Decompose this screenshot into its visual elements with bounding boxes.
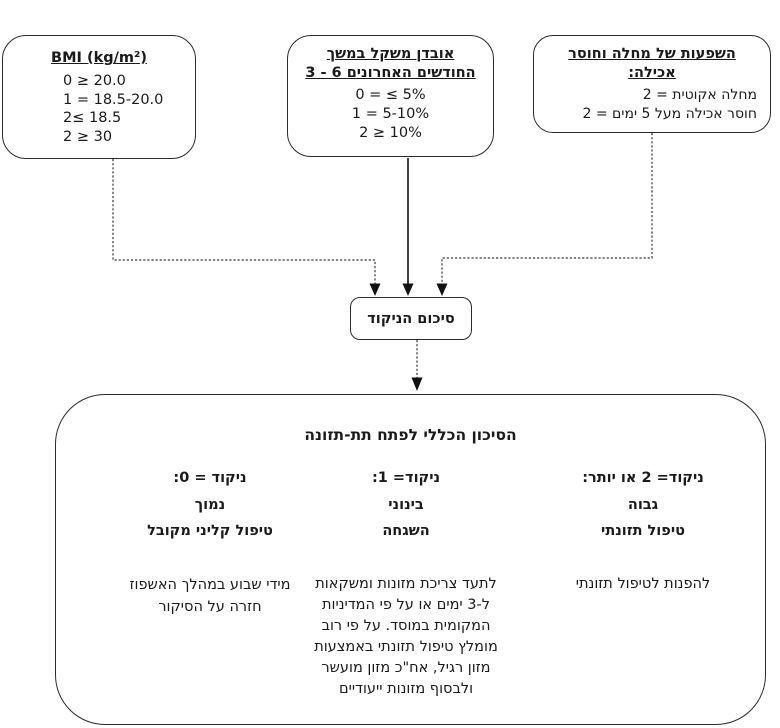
bmi-box-title: BMI (kg/m²) — [51, 50, 147, 66]
weight-loss-score-line: 2 ≥ 10% — [359, 124, 422, 141]
arrow-down-icon — [411, 377, 423, 391]
bmi-connector-line — [112, 159, 376, 284]
risk-column-low: ניקוד = 0: נמוך טיפול קליני מקובל מידי ש… — [114, 465, 306, 618]
illness-title-line1: השפעות של מחלה וחוסר — [568, 46, 736, 62]
risk-medium-body-line: ל-3 ימים או על פי המדיניות — [322, 596, 490, 613]
risk-high-level: גבוה — [627, 496, 659, 513]
risk-low-body: מידי שבוע במהלך האשפוז חזרה על הסיקור — [114, 574, 306, 618]
illness-score-lines: מחלה אקוטית = 2 חוסר אכילה מעל 5 ימים = … — [534, 86, 770, 123]
weight-loss-title-line1: אובדן משקל במשך — [326, 46, 455, 62]
score-summary-box: סיכום הניקוד — [350, 297, 472, 340]
illness-score-line: חוסר אכילה מעל 5 ימים = 2 — [582, 105, 757, 122]
risk-medium-level: בינוני — [388, 496, 424, 513]
risk-high-score: ניקוד= 2 או יותר: — [582, 470, 704, 486]
risk-column-medium: ניקוד= 1: בינוני השגחה לתעד צריכת מזונות… — [299, 465, 513, 700]
illness-score-line: מחלה אקוטית = 2 — [642, 87, 757, 103]
arrow-down-icon — [369, 283, 381, 296]
bmi-score-line: 0 ≥ 20.0 — [63, 73, 126, 89]
bmi-score-line: 2 ≥ 30 — [63, 128, 113, 145]
arrow-down-icon — [436, 283, 448, 296]
risk-low-action: טיפול קליני מקובל — [147, 523, 273, 539]
risk-high-action: טיפול תזונתי — [601, 523, 685, 539]
risk-box-title: הסיכון הכללי לפתח תת-תזונה — [304, 426, 517, 444]
bmi-score-lines: 0 ≥ 20.0 1 = 18.5-20.0 2≤ 18.5 2 ≥ 30 — [63, 72, 163, 146]
illness-title-line2: אכילה: — [628, 65, 676, 81]
weight-loss-score-lines: 0 = ≤ 5% 1 = 5-10% 2 ≥ 10% — [288, 86, 493, 142]
risk-low-body-line: מידי שבוע במהלך האשפוז — [129, 576, 291, 593]
illness-score-box: השפעות של מחלה וחוסר אכילה: מחלה אקוטית … — [533, 35, 771, 133]
risk-low-header: ניקוד = 0: נמוך טיפול קליני מקובל — [114, 465, 306, 545]
risk-high-body: להפנות לטיפול תזונתי — [534, 574, 752, 595]
risk-medium-body: לתעד צריכת מזונות ומשקאות ל-3 ימים או על… — [299, 574, 513, 700]
risk-medium-body-line: לתעד צריכת מזונות ומשקאות — [315, 575, 497, 592]
risk-medium-action: השגחה — [382, 523, 430, 539]
illness-connector-line — [441, 133, 653, 284]
risk-high-body-line: להפנות לטיפול תזונתי — [575, 575, 711, 592]
risk-column-high: ניקוד= 2 או יותר: גבוה טיפול תזונתי להפנ… — [534, 465, 752, 595]
risk-low-level: נמוך — [194, 496, 226, 513]
bmi-score-line: 2≤ 18.5 — [63, 110, 122, 127]
weight-loss-score-line: 1 = 5-10% — [351, 105, 430, 122]
risk-low-score: ניקוד = 0: — [173, 470, 247, 486]
overall-risk-box: הסיכון הכללי לפתח תת-תזונה ניקוד= 2 או י… — [55, 394, 766, 725]
score-summary-label: סיכום הניקוד — [367, 310, 455, 327]
risk-medium-score: ניקוד= 1: — [371, 470, 441, 486]
risk-low-body-line: חזרה על הסיקור — [158, 598, 262, 615]
weight-loss-score-line: 0 = ≤ 5% — [355, 87, 426, 103]
risk-medium-body-line: המקומית במוסד. על פי רוב — [321, 617, 491, 634]
bmi-score-line: 1 = 18.5-20.0 — [63, 91, 164, 108]
risk-medium-body-line: מזון רגיל, אח"כ מזון מועשר — [321, 659, 491, 676]
weight-loss-score-box: אובדן משקל במשך 3 - 6 החודשים האחרונים 0… — [287, 35, 494, 157]
risk-high-header: ניקוד= 2 או יותר: גבוה טיפול תזונתי — [534, 465, 752, 545]
risk-medium-header: ניקוד= 1: בינוני השגחה — [299, 465, 513, 545]
risk-medium-body-line: ולבסוף מזונות ייעודיים — [338, 680, 474, 697]
risk-medium-body-line: מומלץ טיפול תזונתי באמצעות — [314, 638, 498, 655]
arrow-down-icon — [402, 283, 414, 296]
weight-loss-title-line2: 3 - 6 החודשים האחרונים — [305, 65, 476, 81]
bmi-score-box: BMI (kg/m²) 0 ≥ 20.0 1 = 18.5-20.0 2≤ 18… — [2, 35, 196, 159]
